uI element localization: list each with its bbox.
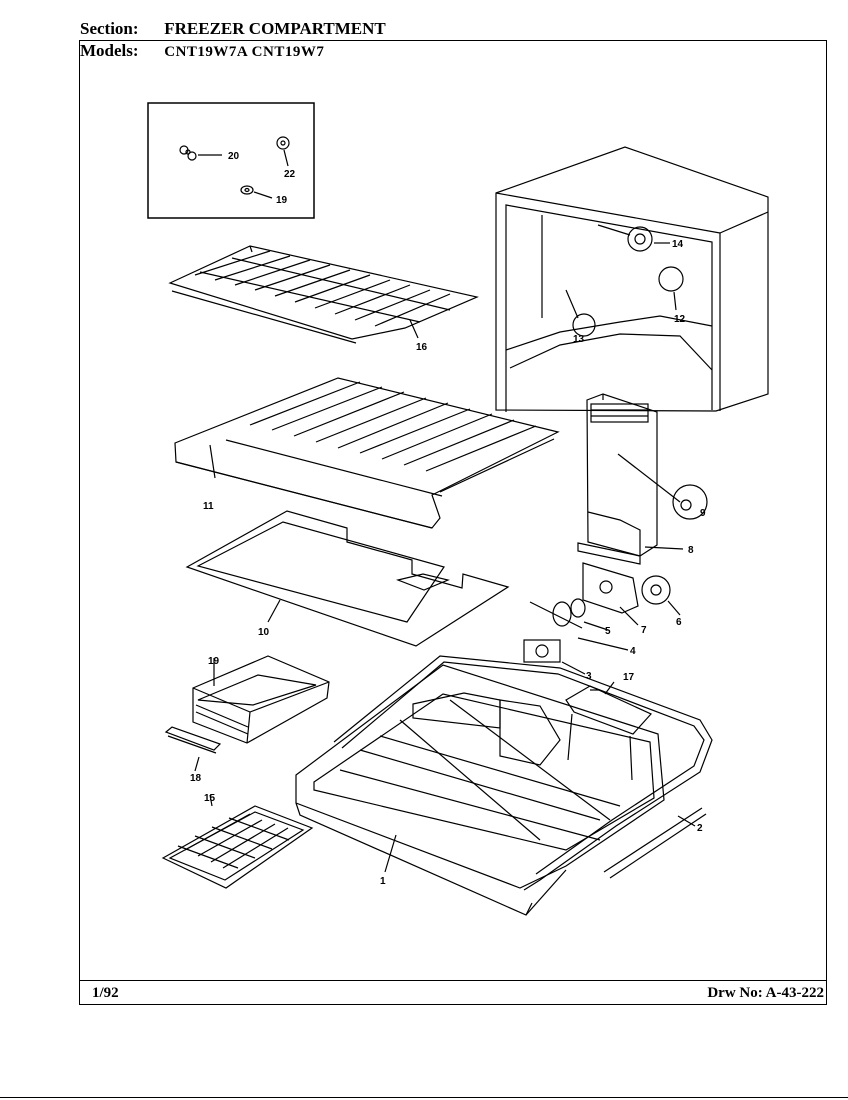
models-header: Models: CNT19W7A CNT19W7 <box>80 41 324 61</box>
part-19-ice-bin <box>192 655 330 744</box>
section-title: FREEZER COMPARTMENT <box>164 19 386 38</box>
part-15-ice-tray <box>161 794 314 889</box>
part-21-screws <box>179 145 222 161</box>
callout-12: 12 <box>674 314 686 325</box>
small-parts-inset <box>147 102 315 219</box>
callout-21: 20 <box>228 151 240 162</box>
part-17-cover <box>565 681 652 781</box>
callout-6: 6 <box>676 617 682 628</box>
callout-17: 17 <box>623 672 635 683</box>
callout-22: 22 <box>284 169 296 180</box>
callout-4: 4 <box>630 646 636 657</box>
models-label: Models: <box>80 41 139 60</box>
part-10-panel <box>185 510 510 647</box>
part-20-washer <box>240 185 273 199</box>
part-2-gasket <box>333 655 713 891</box>
section-label: Section: <box>80 19 139 38</box>
callout-9: 9 <box>700 508 706 519</box>
part-16-wire-shelf <box>168 245 479 344</box>
part-7-fan-bracket <box>582 562 681 626</box>
revision-date: 1/92 <box>92 985 119 1001</box>
callout-15: 15 <box>204 793 216 804</box>
models-list: CNT19W7A CNT19W7 <box>164 44 325 60</box>
diagram-frame <box>79 40 827 1005</box>
drawing-number: Drw No: A-43-222 <box>707 985 824 1001</box>
part-18-bin-rail <box>164 726 222 772</box>
callout-11: 11 <box>203 501 214 512</box>
freezer-cabinet <box>495 146 769 412</box>
callout-8: 8 <box>688 545 694 556</box>
part-22-plug <box>276 136 290 167</box>
callout-labels: 20 22 19 16 11 10 14 12 13 9 8 6 7 5 4 3… <box>190 151 706 887</box>
callout-5: 5 <box>605 626 611 637</box>
footer-divider <box>79 980 827 981</box>
callout-3: 3 <box>586 671 592 682</box>
callout-16-shelf: 16 <box>416 342 428 353</box>
page-bottom-rule <box>0 1097 848 1098</box>
callout-2: 2 <box>697 823 703 834</box>
callout-13: 13 <box>573 334 585 345</box>
part-11-freezer-shelf <box>174 377 560 529</box>
callout-7: 7 <box>641 625 647 636</box>
part-1-liner-floor <box>295 664 665 916</box>
callout-1: 1 <box>380 876 386 887</box>
callout-14: 14 <box>672 239 684 250</box>
callout-19: 19 <box>208 656 220 667</box>
part-3-fan-motor <box>523 639 586 675</box>
callout-10: 10 <box>258 627 270 638</box>
section-header: Section: FREEZER COMPARTMENT <box>80 19 386 39</box>
part-8-air-duct <box>577 393 708 565</box>
callout-18: 18 <box>190 773 202 784</box>
callout-20: 19 <box>276 195 288 206</box>
part-5-fan-blade <box>529 598 609 631</box>
part-4-motor-shaft <box>577 637 629 651</box>
